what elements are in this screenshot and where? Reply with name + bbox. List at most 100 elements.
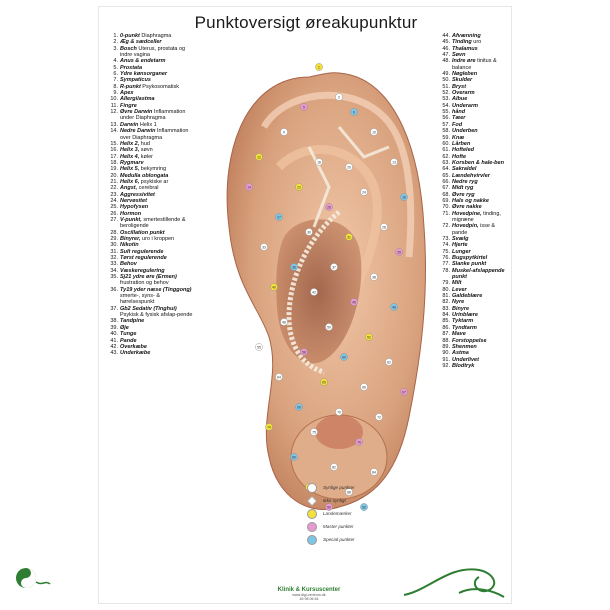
legend-label: Ikke synligt bbox=[323, 498, 346, 503]
ear-point-label: 76 bbox=[357, 440, 361, 444]
point-name: Tyndtarm bbox=[452, 324, 477, 331]
point-list-item: 50.Skulder bbox=[439, 77, 509, 83]
point-list-item: 63.Korsben & hale-ben bbox=[439, 160, 509, 166]
point-number: 87. bbox=[442, 331, 450, 338]
point-number: 34. bbox=[110, 267, 118, 274]
point-number: 80. bbox=[442, 286, 450, 293]
ear-point-label: 60 bbox=[342, 355, 346, 359]
point-list-item: 58.Underben bbox=[439, 128, 509, 134]
point-name: Sult regulerende bbox=[120, 248, 164, 255]
point-list-item: 2.Æg & sædceller bbox=[107, 39, 195, 45]
point-name: Ty19 yder næse (Tinggong) bbox=[120, 286, 192, 293]
point-number: 25. bbox=[110, 204, 118, 211]
point-name: Lændehvirvler bbox=[452, 172, 490, 179]
point-list-item: 9.Apex bbox=[107, 90, 195, 96]
ear-point-marker bbox=[395, 248, 403, 256]
ear-point-marker bbox=[380, 223, 388, 231]
ear-point-label: 64 bbox=[277, 375, 281, 379]
ear-point-label: 46 bbox=[392, 305, 396, 309]
point-description: Helix 1 bbox=[138, 121, 157, 128]
point-number: 4. bbox=[113, 58, 118, 65]
ear-point-marker bbox=[335, 408, 343, 416]
point-name: Tæer bbox=[452, 115, 466, 122]
ear-point: 70 bbox=[335, 408, 343, 416]
point-description: bekymring bbox=[139, 166, 167, 173]
point-list-item: 92.Blodtryk bbox=[439, 363, 509, 369]
ear-point: 13 bbox=[390, 158, 398, 166]
ear-point-label: 14 bbox=[247, 185, 251, 189]
ear-point-marker bbox=[260, 243, 268, 251]
point-list-item: 78.Muskel-afslappende punkt bbox=[439, 268, 509, 281]
ear-point-marker bbox=[390, 158, 398, 166]
brain-overlay bbox=[315, 415, 363, 449]
ear-point-marker bbox=[300, 348, 308, 356]
point-name: Ydre kønsorganer bbox=[120, 71, 168, 78]
ear-point: 80 bbox=[290, 453, 298, 461]
ear-point-marker bbox=[325, 203, 333, 211]
legend-entry: Ikke synligt bbox=[307, 494, 355, 507]
clinic-phone: 46 98 06 64 bbox=[299, 597, 319, 601]
point-name: Hjerte bbox=[452, 242, 468, 249]
point-name: Underben bbox=[452, 128, 478, 135]
point-name: Galdeblære bbox=[452, 293, 483, 300]
ear-point: 62 bbox=[385, 358, 393, 366]
point-name: Thalamus bbox=[452, 45, 478, 52]
clinic-website[interactable]: www.digi-centrum.dk bbox=[292, 593, 326, 597]
legend-label: Master punkter bbox=[323, 524, 354, 529]
point-name: Milt bbox=[452, 280, 462, 287]
point-list-item: 16.Helix 3, søvn bbox=[107, 147, 195, 153]
point-name: Korsben & hale-ben bbox=[452, 159, 504, 166]
point-list-item: 40.Tunge bbox=[107, 331, 195, 337]
point-description: Diaphragma bbox=[139, 33, 172, 39]
ear-point: 30 bbox=[305, 228, 313, 236]
point-name: Forstoppelse bbox=[452, 337, 487, 344]
point-name: Bryst bbox=[452, 83, 467, 90]
ear-point: 36 bbox=[290, 263, 298, 271]
ear-point: 40 bbox=[270, 283, 278, 291]
point-name: Indre øre bbox=[452, 58, 476, 65]
ear-point: 66 bbox=[360, 383, 368, 391]
point-number: 60. bbox=[442, 140, 450, 147]
ear-point-label: 26 bbox=[327, 205, 331, 209]
ear-point: 42 bbox=[310, 288, 318, 296]
ear-point-marker bbox=[390, 303, 398, 311]
legend-label: Synlige punkter bbox=[323, 485, 355, 490]
point-list-item: 71.Hovedpine, tinding, migræne bbox=[439, 211, 509, 224]
point-number: 37. bbox=[110, 305, 118, 312]
point-number: 52. bbox=[442, 90, 450, 97]
ear-point-marker bbox=[360, 383, 368, 391]
point-name: Mave bbox=[452, 331, 466, 338]
ear-point: 64 bbox=[275, 373, 283, 381]
point-number: 41. bbox=[110, 337, 118, 344]
point-name: Tyktarm bbox=[452, 318, 474, 325]
point-list-item: 59.Knæ bbox=[439, 135, 509, 141]
point-number: 74. bbox=[442, 242, 450, 249]
ear-point: 88 bbox=[345, 488, 353, 496]
point-list-item: 27.V-punkt, smertestillende & beroligend… bbox=[107, 217, 195, 230]
point-list-item: 84.Urinblære bbox=[439, 312, 509, 318]
point-list-item: 80.Lever bbox=[439, 287, 509, 293]
ear-point: 52 bbox=[365, 333, 373, 341]
point-number: 57. bbox=[442, 121, 450, 128]
point-list-item: 91.Underlivet bbox=[439, 357, 509, 363]
ear-point-marker bbox=[320, 378, 328, 386]
point-name: Sj21 ydre øre (Ermen) bbox=[120, 274, 177, 281]
point-list-item: 22.Angst, cerebral bbox=[107, 185, 195, 191]
point-list-item: 43.Underkæbe bbox=[107, 350, 195, 356]
point-name: Øje bbox=[120, 324, 129, 331]
ear-point-marker bbox=[245, 183, 253, 191]
ear-point-label: 37 bbox=[332, 265, 336, 269]
ear-point-label: 50 bbox=[327, 325, 331, 329]
ear-point-label: 35 bbox=[397, 250, 401, 254]
point-number: 55. bbox=[442, 109, 450, 116]
point-list-item: 35.Sj21 ydre øre (Ermen) frustration og … bbox=[107, 274, 195, 287]
point-name: Hofte bbox=[452, 153, 467, 160]
point-number: 64. bbox=[442, 166, 450, 173]
point-name: Medulla oblongata bbox=[120, 172, 169, 179]
point-name: Gb2 Sedativ (Tinghui) bbox=[120, 305, 177, 312]
ear-point-marker bbox=[370, 273, 378, 281]
point-name: Underarm bbox=[452, 102, 478, 109]
decorative-swirl-icon bbox=[403, 568, 505, 598]
